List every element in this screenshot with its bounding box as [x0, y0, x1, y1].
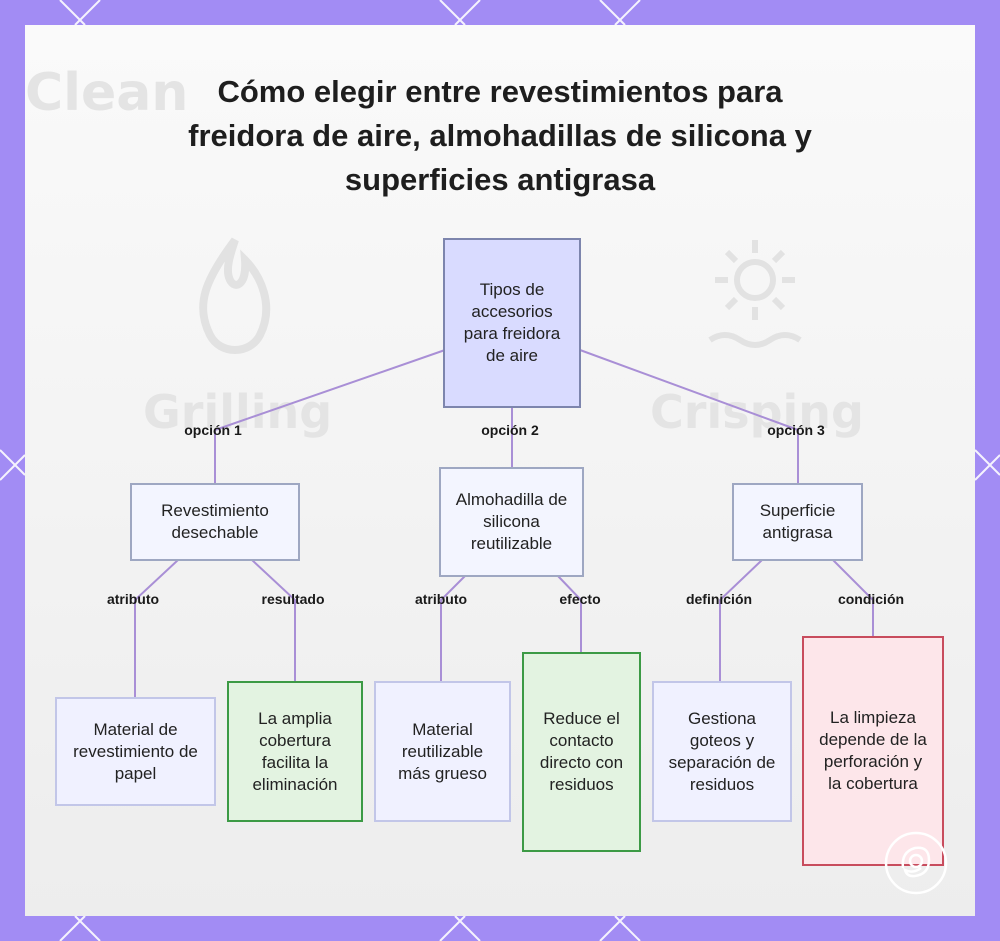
- leaf-material-papel: Material de revestimiento de papel: [55, 697, 216, 806]
- edge-label-condicion-3: condición: [837, 591, 905, 607]
- brand-logo-icon: [884, 831, 948, 895]
- edge-label-opcion-2: opción 2: [481, 422, 539, 438]
- watermark-grilling: Grilling: [143, 385, 333, 439]
- watermark-clean: Clean: [25, 63, 189, 123]
- connector-opcion-1: [214, 349, 446, 485]
- leaf-material-reutilizable: Material reutilizable más grueso: [374, 681, 511, 822]
- edge-label-opcion-1: opción 1: [184, 422, 242, 438]
- edge-label-definicion-3: definición: [685, 591, 753, 607]
- edge-label-resultado-1: resultado: [261, 591, 325, 607]
- page-title: Cómo elegir entre revestimientos para fr…: [188, 74, 812, 197]
- edge-label-opcion-3: opción 3: [767, 422, 825, 438]
- flame-icon: [199, 237, 271, 354]
- edge-label-efecto-2: efecto: [559, 591, 601, 607]
- watermark-crisping: Crisping: [650, 385, 864, 439]
- leaf-limpieza-depende: La limpieza depende de la perforación y …: [802, 636, 944, 866]
- connector-resultado-1: [251, 559, 296, 682]
- connector-efecto-2: [557, 575, 582, 653]
- connector-atributo-1: [134, 559, 179, 698]
- leaf-amplia-cobertura: La amplia cobertura facilita la eliminac…: [227, 681, 363, 822]
- leaf-gestiona-goteos: Gestiona goteos y separación de residuos: [652, 681, 792, 822]
- edge-label-atributo-1: atributo: [106, 591, 160, 607]
- node-almohadilla-silicona: Almohadilla de silicona reutilizable: [439, 467, 584, 577]
- node-revestimiento-desechable: Revestimiento desechable: [130, 483, 300, 561]
- connector-opcion-3: [579, 349, 799, 485]
- connector-condicion-3: [832, 559, 874, 637]
- sun-icon: [708, 240, 802, 348]
- edge-label-atributo-2: atributo: [414, 591, 468, 607]
- connector-atributo-2: [440, 575, 466, 682]
- leaf-reduce-contacto: Reduce el contacto directo con residuos: [522, 652, 641, 852]
- node-superficie-antigrasa: Superficie antigrasa: [732, 483, 863, 561]
- root-node: Tipos de accesorios para freidora de air…: [443, 238, 581, 408]
- connector-definicion-3: [719, 559, 763, 682]
